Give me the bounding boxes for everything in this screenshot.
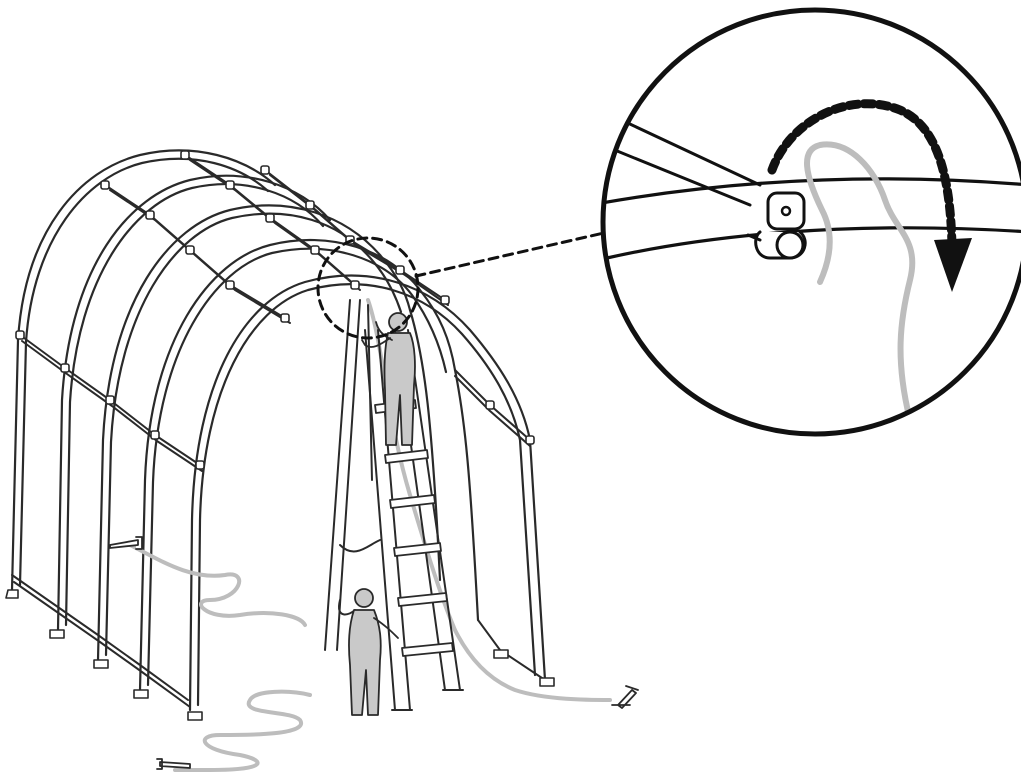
- rope-front-coil: [175, 692, 310, 770]
- frame-right-leg-2: [455, 370, 478, 620]
- frame-arch-4: [58, 176, 330, 630]
- rope-left-coil: [130, 545, 305, 625]
- stake-right: [612, 686, 638, 708]
- shelter-frame: [6, 150, 554, 720]
- detail-leader-line: [416, 232, 608, 276]
- frame-fittings: [16, 151, 534, 469]
- stake-left: [110, 537, 142, 549]
- frame-arch-2: [140, 240, 455, 690]
- stake-bottom: [157, 759, 190, 769]
- detail-magnified-view: [590, 10, 1021, 434]
